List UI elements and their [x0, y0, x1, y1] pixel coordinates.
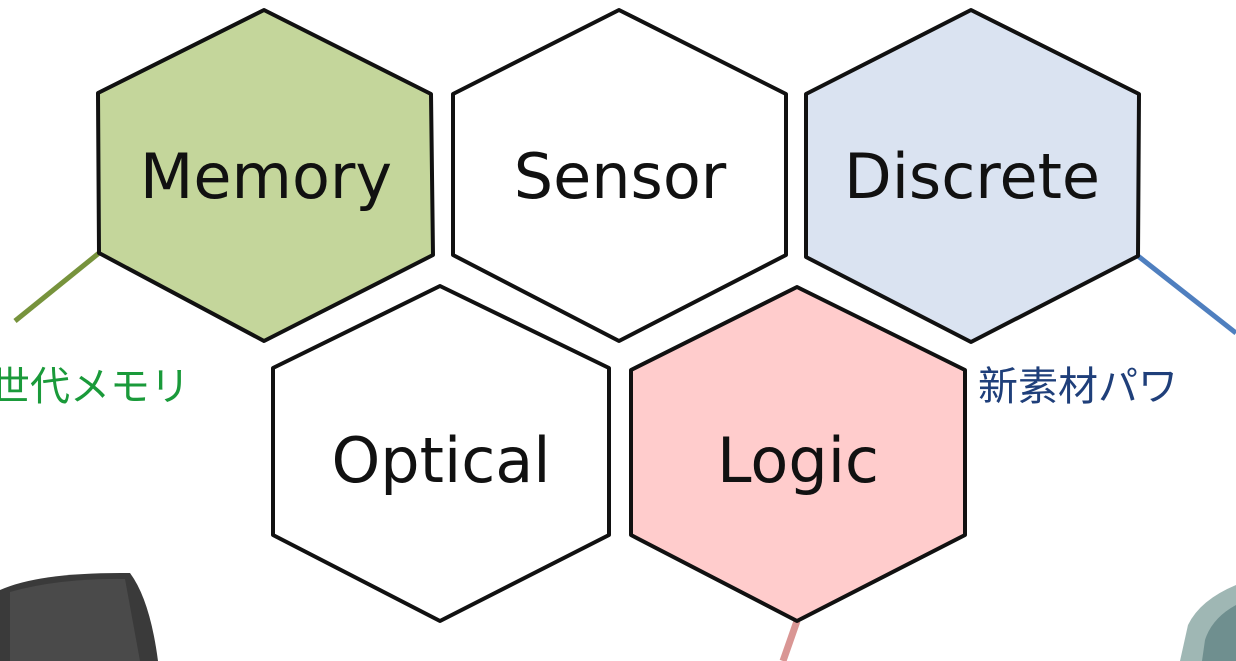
hexagon-label-logic: Logic	[717, 424, 879, 497]
hexagon-discrete: Discrete	[804, 8, 1141, 344]
hexagon-label-memory: Memory	[140, 140, 392, 213]
hexagon-logic: Logic	[629, 285, 967, 623]
discrete-connector-line	[1136, 254, 1236, 335]
callout-text-memory: 世代メモリ	[0, 364, 190, 410]
callout-text-discrete: 新素材パワ	[978, 364, 1178, 410]
hexagon-optical: Optical	[271, 284, 611, 623]
hexagon-label-optical: Optical	[332, 424, 551, 497]
hexagon-memory: Memory	[96, 8, 435, 343]
background-device-right	[1180, 585, 1236, 661]
logic-connector-line	[779, 619, 801, 661]
hexagon-label-sensor: Sensor	[514, 140, 727, 213]
hexagon-label-discrete: Discrete	[844, 140, 1100, 213]
memory-connector-line	[13, 251, 101, 323]
hexagon-sensor: Sensor	[451, 8, 788, 343]
background-device-left	[0, 572, 158, 661]
